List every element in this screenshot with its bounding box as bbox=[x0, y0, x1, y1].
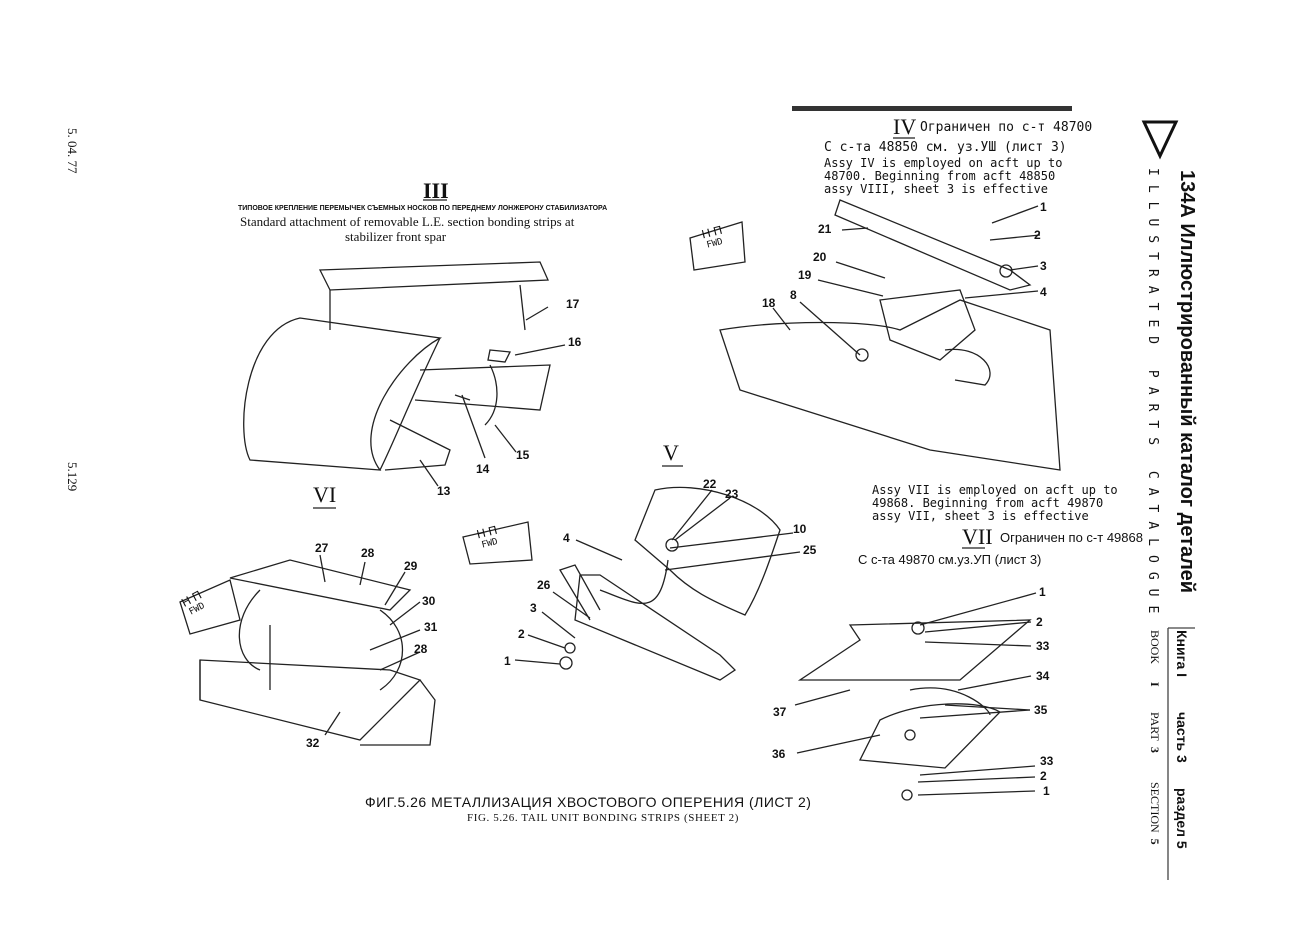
part-en: PART 3 bbox=[1148, 712, 1162, 753]
callout-4: 4 bbox=[1040, 285, 1047, 299]
date-stamp: 5. 04. 77 bbox=[65, 128, 80, 174]
view-III-drawing bbox=[243, 261, 566, 487]
callout-21: 21 bbox=[818, 222, 832, 236]
view-VII-from: С с-та 49870 см.уз.УП (лист 3) bbox=[858, 552, 1042, 567]
callout-25: 25 bbox=[803, 543, 817, 557]
catalog-title-ru: 134А Иллюстрированный каталог деталей bbox=[1176, 170, 1198, 594]
view-VII-drawing bbox=[794, 592, 1037, 801]
header-rule bbox=[792, 106, 1072, 111]
view-VII-en-3: assy VII, sheet 3 is effective bbox=[872, 509, 1089, 523]
callout-3: 3 bbox=[1040, 259, 1047, 273]
view-VII-en-1: Assy VII is employed on acft up to bbox=[872, 483, 1118, 497]
figure-caption-ru: ФИГ.5.26 МЕТАЛЛИЗАЦИЯ ХВОСТОВОГО ОПЕРЕНИ… bbox=[365, 794, 812, 810]
callout-36: 36 bbox=[772, 747, 786, 761]
view-VII-en-2: 49868. Beginning from acft 49870 bbox=[872, 496, 1104, 510]
callout-15: 15 bbox=[516, 448, 530, 462]
callout-28: 28 bbox=[361, 546, 375, 560]
callout-34: 34 bbox=[1036, 669, 1050, 683]
part-ru: часть 3 bbox=[1174, 712, 1190, 763]
callout-33: 33 bbox=[1036, 639, 1050, 653]
view-VII-numeral: VII bbox=[962, 524, 993, 549]
view-III-caption-ru: ТИПОВОЕ КРЕПЛЕНИЕ ПЕРЕМЫЧЕК СЪЕМНЫХ НОСК… bbox=[238, 205, 608, 212]
figure-caption-en: FIG. 5.26. TAIL UNIT BONDING STRIPS (SHE… bbox=[467, 812, 739, 824]
page-number: 5.129 bbox=[65, 462, 80, 492]
view-VI-numeral: VI bbox=[313, 482, 337, 507]
view-III-caption-en-2: stabilizer front spar bbox=[345, 229, 447, 244]
tu-logo-icon bbox=[1141, 120, 1179, 160]
callout-2-v: 2 bbox=[518, 627, 525, 641]
view-VII-limit: Ограничен по с-т 49868 bbox=[1000, 530, 1143, 545]
callout-26: 26 bbox=[537, 578, 551, 592]
fwd-arrow-shape-1 bbox=[689, 221, 746, 271]
callout-31: 31 bbox=[424, 620, 438, 634]
callout-17: 17 bbox=[566, 297, 580, 311]
view-IV-en-3: assy VIII, sheet 3 is effective bbox=[824, 182, 1048, 196]
callout-1-v: 1 bbox=[504, 654, 511, 668]
view-IV-en-2: 48700. Beginning from acft 48850 bbox=[824, 169, 1056, 183]
callout-37: 37 bbox=[773, 705, 787, 719]
view-III-numeral: III bbox=[423, 178, 449, 203]
callout-4-v: 4 bbox=[563, 531, 570, 545]
callout-35: 35 bbox=[1034, 703, 1048, 717]
fwd-arrow-shape-3 bbox=[179, 579, 241, 635]
callout-30: 30 bbox=[422, 594, 436, 608]
callout-18: 18 bbox=[762, 296, 776, 310]
view-IV-en-1: Assy IV is employed on acft up to bbox=[824, 156, 1063, 170]
catalog-title-en: ILLUSTRATED PARTS CATALOGUE bbox=[1145, 168, 1160, 623]
callout-20: 20 bbox=[813, 250, 827, 264]
callout-14: 14 bbox=[476, 462, 490, 476]
section-ru: раздел 5 bbox=[1174, 788, 1190, 849]
view-V-drawing bbox=[514, 486, 801, 681]
fwd-arrow-shape-2 bbox=[462, 521, 533, 565]
view-V-numeral: V bbox=[663, 440, 679, 465]
callout-2-vii: 2 bbox=[1036, 615, 1043, 629]
book-en: BOOK I bbox=[1148, 630, 1162, 687]
callout-22: 22 bbox=[703, 477, 717, 491]
view-IV-from: С с-та 48850 см. уз.УШ (лист 3) bbox=[824, 140, 1067, 155]
callout-3-v: 3 bbox=[530, 601, 537, 615]
callout-10: 10 bbox=[793, 522, 807, 536]
callout-13: 13 bbox=[437, 484, 451, 498]
book-ru: Книга I bbox=[1174, 630, 1190, 678]
callout-32: 32 bbox=[306, 736, 320, 750]
callout-1-vii-b: 1 bbox=[1043, 784, 1050, 798]
section-en: SECTION 5 bbox=[1148, 782, 1162, 845]
callout-19: 19 bbox=[798, 268, 812, 282]
view-IV-limit: Ограничен по с-т 48700 bbox=[920, 120, 1093, 135]
callout-27: 27 bbox=[315, 541, 329, 555]
callout-8: 8 bbox=[790, 288, 797, 302]
callout-1-vii: 1 bbox=[1039, 585, 1046, 599]
callout-2-vii-b: 2 bbox=[1040, 769, 1047, 783]
view-VI-drawing bbox=[199, 554, 436, 746]
callout-29: 29 bbox=[404, 559, 418, 573]
callout-1: 1 bbox=[1040, 200, 1047, 214]
callout-16: 16 bbox=[568, 335, 582, 349]
callout-33-b: 33 bbox=[1040, 754, 1054, 768]
callout-23: 23 bbox=[725, 487, 739, 501]
view-IV-drawing bbox=[719, 199, 1061, 471]
callout-2: 2 bbox=[1034, 228, 1041, 242]
view-IV-numeral: IV bbox=[893, 114, 917, 139]
callout-28-b: 28 bbox=[414, 642, 428, 656]
view-III-caption-en-1: Standard attachment of removable L.E. se… bbox=[240, 214, 575, 229]
tu-logo bbox=[1140, 118, 1200, 166]
